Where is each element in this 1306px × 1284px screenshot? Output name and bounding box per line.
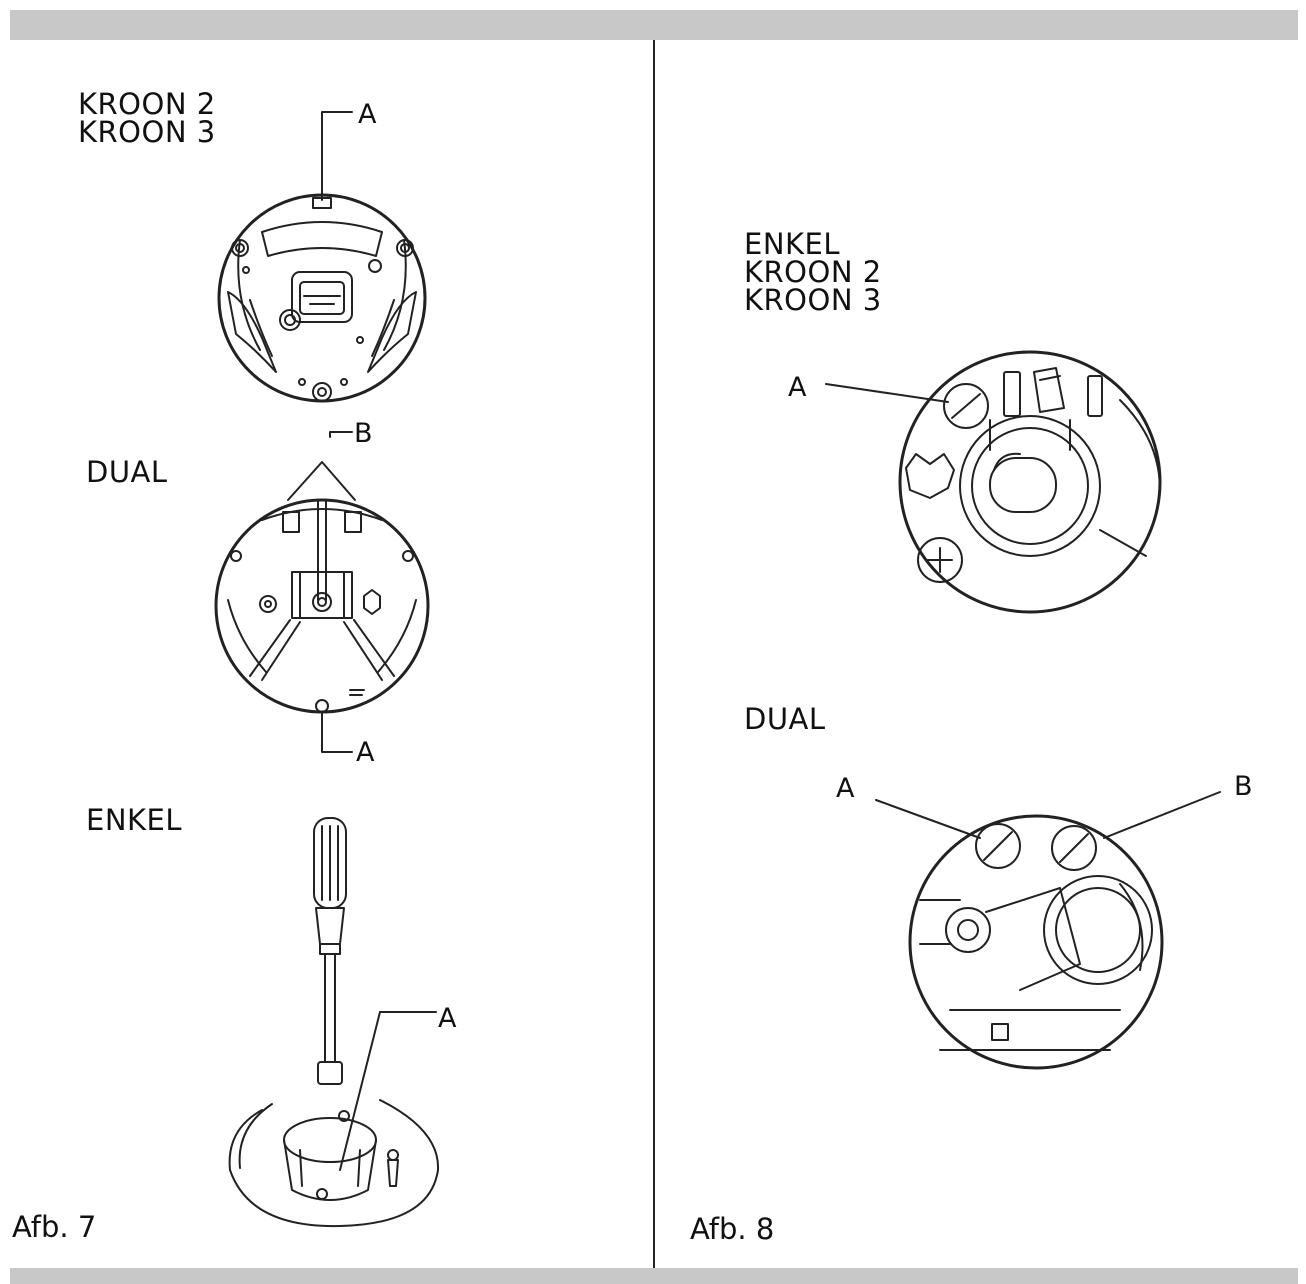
top-band	[10, 10, 1298, 40]
callout-a-enkel-kroon: A	[788, 372, 807, 403]
enkel-kroon-detail-illustration	[825, 350, 1162, 614]
dual-base-illustration	[214, 431, 430, 753]
callout-a-dual-detail: A	[836, 773, 855, 804]
enkel-kroon-model-label: ENKEL KROON 2 KROON 3	[744, 227, 882, 317]
callout-b-dual: B	[354, 418, 373, 449]
bottom-band	[10, 1268, 1298, 1284]
dual-detail-illustration	[875, 791, 1221, 1070]
callout-a-enkel: A	[438, 1003, 457, 1034]
figure-7-caption: Afb. 7	[12, 1210, 97, 1244]
kroon-base-illustration	[217, 111, 427, 403]
figure-8-caption: Afb. 8	[690, 1212, 775, 1246]
callout-b-dual-detail: B	[1234, 771, 1253, 802]
dual-model-label: DUAL	[86, 455, 168, 489]
callout-a-kroon: A	[358, 99, 377, 130]
enkel-screwdriver-illustration	[228, 817, 440, 1228]
callout-a-dual: A	[356, 737, 375, 768]
panel-divider	[653, 40, 655, 1268]
dual-detail-label: DUAL	[744, 702, 826, 736]
kroon-model-label: KROON 2 KROON 3	[78, 87, 216, 149]
enkel-model-label: ENKEL	[86, 803, 183, 837]
